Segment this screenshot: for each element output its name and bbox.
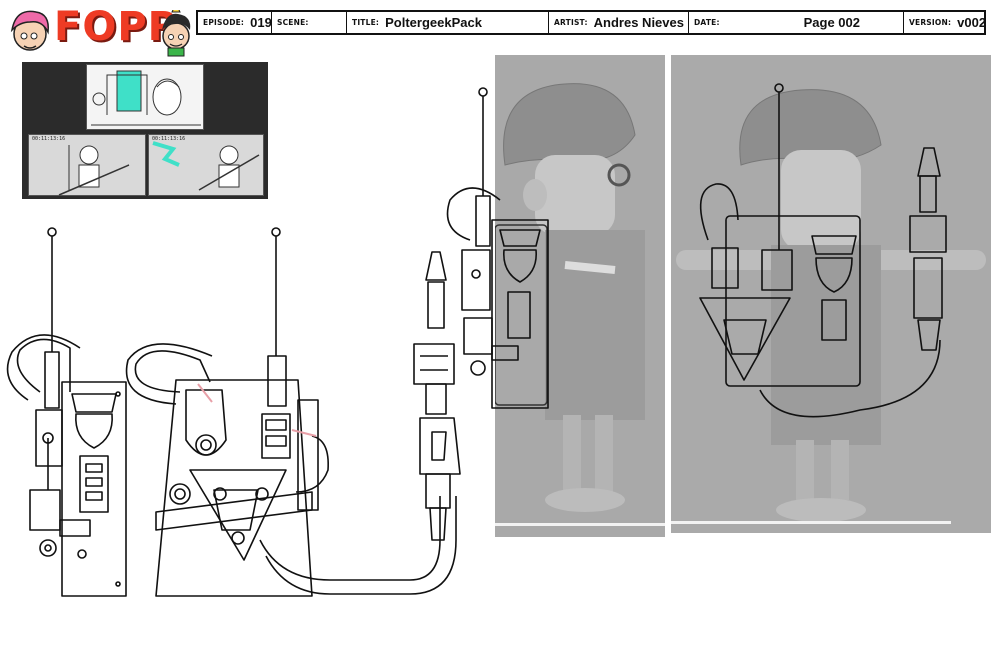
artist-value: Andres Nieves [593, 15, 684, 30]
scene-cell: SCENE: [272, 12, 347, 33]
date-label: DATE: [694, 18, 720, 27]
render-scrubber-2 [671, 521, 951, 524]
version-label: VERSION: [909, 18, 952, 27]
render-back-figure [671, 55, 991, 533]
pack-back-view [125, 227, 457, 597]
version-value: v002 [957, 15, 984, 30]
render-side-figure [495, 55, 665, 537]
render-back-view [671, 55, 991, 533]
character-head-right-icon [162, 10, 191, 57]
scene-label: SCENE: [277, 18, 309, 27]
date-cell: DATE: Page 002 [689, 12, 904, 33]
pack-overlay-side [446, 87, 549, 409]
wire-accents [197, 383, 317, 437]
neutrona-wand [413, 251, 461, 541]
storyboard-sketch-top [91, 70, 201, 126]
version-cell: VERSION: v002 [904, 12, 984, 33]
storyboard-panel-top [86, 64, 204, 130]
page-value: Page 002 [803, 15, 860, 30]
artist-label: ARTIST: [554, 18, 588, 27]
storyboard-sketch-right [152, 141, 260, 191]
storyboard-panel-right: 00:11:13:16 [148, 134, 264, 196]
timecode-right: 00:11:13:16 [152, 136, 186, 142]
storyboard-thumbnail: 00:11:13:16 00:11:13:16 [22, 62, 268, 199]
title-cell: TITLE: PoltergeekPack [347, 12, 549, 33]
episode-value: 019 [250, 15, 272, 30]
character-head-left-icon [10, 10, 49, 51]
pack-side-view [6, 227, 127, 597]
title-label: TITLE: [352, 18, 380, 27]
render-side-view [495, 55, 665, 537]
pack-overlay-back [699, 83, 947, 418]
storyboard-sketch-left [58, 145, 130, 196]
slate-header: EPISODE: 019 SCENE: TITLE: PoltergeekPac… [196, 10, 986, 35]
fopr-logo: FOPR [6, 4, 196, 60]
artist-cell: ARTIST: Andres Nieves [549, 12, 689, 33]
logo-text: FOPR [54, 4, 180, 50]
storyboard-panel-left: 00:11:13:16 [28, 134, 146, 196]
title-value: PoltergeekPack [385, 15, 482, 30]
episode-label: EPISODE: [203, 18, 245, 27]
episode-cell: EPISODE: 019 [198, 12, 272, 33]
render-scrubber [495, 523, 665, 526]
timecode-left: 00:11:13:16 [32, 136, 66, 142]
